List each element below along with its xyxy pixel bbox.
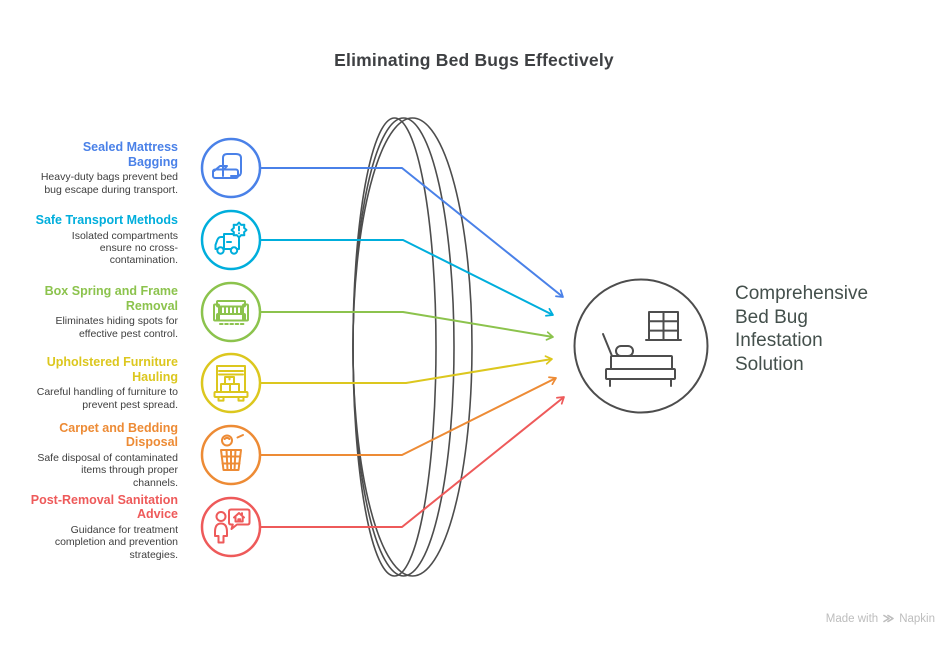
- item-title: Upholstered Furniture Hauling: [46, 355, 178, 384]
- item-description: Guidance for treatment completion and pr…: [54, 523, 178, 561]
- item-title: Sealed Mattress Bagging: [82, 140, 178, 169]
- footer-brand-text: Napkin: [899, 612, 935, 625]
- connector-arrow: [261, 167, 564, 298]
- mattress-bag-icon: [200, 137, 262, 199]
- item-description: Isolated compartments ensure no cross-co…: [71, 229, 178, 267]
- bed-room-icon: [602, 311, 682, 387]
- trash-disposal-icon: [200, 424, 262, 486]
- item-description: Eliminates hiding spots for effective pe…: [55, 315, 178, 340]
- result-node-circle: [573, 278, 709, 414]
- transport-truck-icon: [200, 209, 262, 271]
- connector-arrow: [261, 376, 557, 456]
- connector-arrow: [261, 239, 554, 317]
- item-description: Heavy-duty bags prevent bed bug escape d…: [40, 171, 178, 196]
- result-label: Comprehensive Bed Bug Infestation Soluti…: [735, 283, 869, 375]
- footer-made-with-text: Made with: [825, 612, 879, 625]
- connector-arrow: [261, 396, 565, 528]
- sanitation-advice-icon: [200, 496, 262, 558]
- item-title: Carpet and Bedding Disposal: [59, 420, 178, 450]
- funnel-lens-shape: [352, 117, 473, 577]
- furniture-cart-icon: [200, 352, 262, 414]
- connector-arrows: [261, 167, 565, 528]
- bed-frame-icon: [200, 281, 262, 343]
- connector-arrow: [261, 355, 553, 384]
- footer: Made with Napkin: [826, 612, 935, 625]
- connector-arrow: [261, 311, 554, 341]
- item-title: Box Spring and Frame Removal: [44, 284, 178, 313]
- item-description: Safe disposal of contaminated items thro…: [37, 451, 178, 489]
- item-description: Careful handling of furniture to prevent…: [36, 386, 178, 411]
- page-title: Eliminating Bed Bugs Effectively: [334, 50, 614, 70]
- item-title: Safe Transport Methods: [35, 213, 178, 228]
- item-title: Post-Removal Sanitation Advice: [30, 492, 178, 522]
- napkin-logo-icon: [883, 614, 894, 623]
